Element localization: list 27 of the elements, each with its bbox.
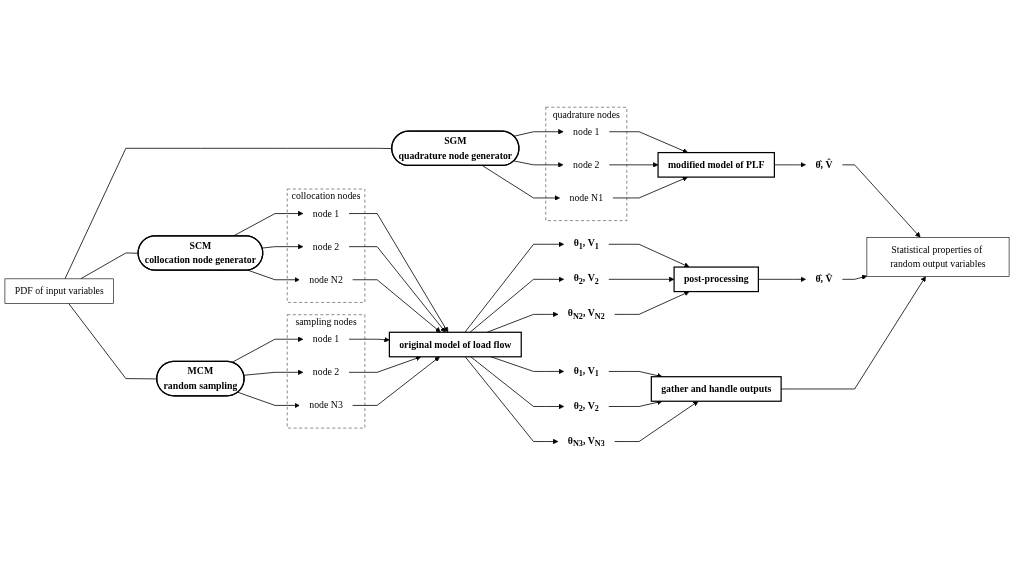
cluster (545, 106, 628, 221)
node-text: θ̂, V̂ (815, 273, 833, 285)
node-text: θ$_{N2}$, V$_{N2}$ (567, 307, 605, 321)
node-text: node 1 (312, 333, 340, 345)
node-text: node 2 (312, 241, 340, 252)
node-box (673, 266, 759, 293)
node-box (388, 331, 522, 358)
node-box (657, 151, 775, 178)
node-text: node N1 (569, 192, 604, 203)
node-text: node N3 (309, 399, 343, 411)
node-text: node 2 (573, 159, 600, 170)
node-box (4, 278, 114, 304)
node-text: θ$_{1}$, V$_{1}$ (573, 237, 599, 251)
node-text: θ$_{2}$, V$_{2}$ (573, 400, 599, 413)
cluster (286, 188, 366, 303)
node-text: node 1 (573, 126, 600, 137)
node-text: node 1 (312, 208, 340, 219)
node-text: node N2 (309, 274, 343, 285)
node-text: θ̂, V̂ (815, 159, 833, 170)
connector (80, 252, 139, 280)
node-box (650, 376, 782, 402)
node-text: θ$_{2}$, V$_{2}$ (573, 272, 599, 286)
node-text: θ$_{1}$, V$_{1}$ (573, 364, 599, 378)
cluster (286, 314, 366, 429)
node-text: node 2 (312, 366, 340, 378)
node-box (866, 237, 1010, 277)
node-text: θ$_{N3}$, V$_{N3}$ (567, 435, 605, 449)
